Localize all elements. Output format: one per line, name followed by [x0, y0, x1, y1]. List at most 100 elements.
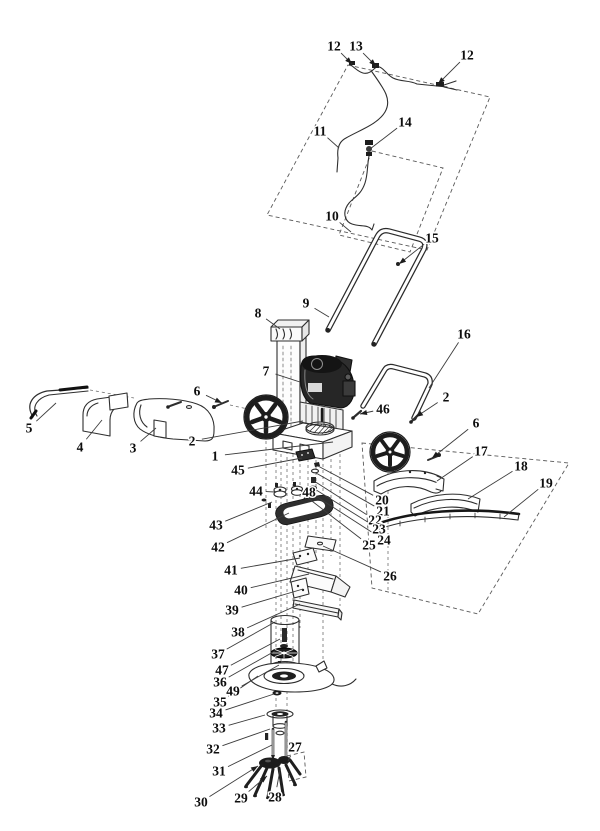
leader-line-7: [275, 373, 301, 383]
handle-bolt-icon: [396, 262, 400, 266]
part-number-39: 39: [225, 603, 239, 618]
leader-line-40: [250, 573, 310, 589]
cable-clip-icon: [436, 82, 444, 87]
leader-line-9: [314, 307, 330, 318]
assembly-boxes: [266, 64, 570, 782]
bottom-dashed-box: [286, 751, 307, 782]
part-number-34: 34: [209, 706, 223, 721]
right-wheel-illustration: [369, 431, 441, 473]
post-cap-illustration: [270, 319, 310, 342]
leader-line-8: [265, 318, 281, 330]
part-number-25: 25: [362, 538, 376, 553]
leader-line-2: [201, 420, 304, 440]
part-number-29: 29: [234, 791, 248, 806]
part-number-14: 14: [398, 115, 412, 130]
part-number-1: 1: [212, 449, 219, 464]
cable-10-illustration: [344, 155, 375, 231]
leader-line-43: [225, 501, 273, 522]
tine-spider-illustration: [244, 756, 302, 800]
lower-handle-illustration: [351, 363, 433, 424]
shaft-illustrations: [265, 720, 288, 762]
leader-line-37: [226, 621, 276, 650]
part-number-44: 44: [249, 484, 263, 499]
part-number-26: 26: [383, 569, 397, 584]
leader-arrowhead-icon: [432, 451, 440, 458]
side-cover-4-illustration: [82, 392, 129, 437]
blade-bar-38-illustration: [292, 599, 343, 621]
engine-illustration: [299, 355, 356, 431]
part-number-7: 7: [263, 364, 270, 379]
part-number-8: 8: [255, 306, 262, 321]
part-number-3: 3: [130, 441, 137, 456]
leader-line-28: [276, 769, 281, 788]
leader-line-20: [317, 465, 374, 496]
axle-bolt-icon: [212, 405, 216, 409]
side-cover-3-illustration: [133, 398, 229, 442]
leader-line-24: [310, 492, 376, 535]
leader-arrowhead-icon: [399, 257, 407, 264]
leader-line-1: [224, 441, 334, 456]
part-number-10: 10: [325, 209, 339, 224]
part-number-15: 15: [425, 231, 439, 246]
leader-line-41: [240, 557, 301, 569]
part-number-48: 48: [302, 485, 316, 500]
part-number-43: 43: [209, 518, 223, 533]
cable-clip-icon: [349, 61, 355, 65]
upper-handle-illustration: [325, 227, 428, 347]
part-number-6: 6: [473, 416, 480, 431]
part-number-36: 36: [213, 675, 227, 690]
part-number-9: 9: [303, 296, 310, 311]
side-rod-5-illustration: [29, 385, 89, 420]
housing-35-illustration: [248, 660, 357, 693]
leader-line-33: [228, 714, 266, 726]
part-number-38: 38: [231, 625, 245, 640]
part-number-20: 20: [375, 493, 389, 508]
leader-arrowhead-icon: [250, 766, 258, 772]
leader-line-36: [228, 650, 276, 678]
key-32-icon: [265, 733, 269, 740]
part-number-33: 33: [212, 721, 226, 736]
leader-lines: [36, 52, 539, 798]
leader-arrowhead-icon: [345, 57, 352, 64]
part-number-40: 40: [234, 583, 248, 598]
leader-line-6: [431, 428, 469, 459]
cable-11-illustration: [336, 71, 389, 173]
part-number-49: 49: [226, 684, 240, 699]
assembly-axis-lines: [89, 389, 389, 750]
leader-line-25: [307, 497, 362, 540]
part-number-2: 2: [443, 390, 450, 405]
part-number-46: 46: [376, 402, 390, 417]
part-number-37: 37: [211, 647, 225, 662]
leader-line-27: [287, 755, 291, 762]
lower-right-dashed-box: [361, 442, 570, 615]
handle-bolt-icon: [351, 416, 355, 420]
leader-line-34: [225, 693, 275, 711]
fuel-cap-icon: [344, 373, 352, 381]
leader-line-32: [222, 728, 271, 747]
part-number-13: 13: [349, 39, 363, 54]
belt-guard-plate-illustration: [304, 535, 337, 552]
cable-adjuster-14-illustration: [365, 140, 373, 156]
spindle-37-illustration: [270, 614, 300, 672]
handle-bolt-icon: [409, 420, 413, 424]
part-number-5: 5: [26, 421, 33, 436]
deflector-17-illustration: [373, 470, 445, 495]
shaft-key-icon: [282, 628, 287, 642]
leader-line-42: [226, 512, 290, 544]
bolt-icon: [166, 405, 170, 409]
leader-line-35: [227, 675, 259, 697]
leader-arrowhead-icon: [214, 397, 222, 403]
ring-34-illustration: [272, 690, 282, 696]
leader-line-19: [503, 488, 539, 518]
leader-arrowhead-icon: [369, 59, 376, 66]
part-number-41: 41: [224, 563, 238, 578]
blade-strip-19-illustration: [375, 509, 521, 530]
mount-bracket-40-39-illustration: [289, 565, 351, 599]
part-number-47: 47: [215, 663, 229, 678]
left-wheel-illustration: [243, 394, 289, 440]
leader-line-14: [369, 127, 398, 150]
mount-bracket-41-illustration: [292, 547, 318, 566]
leader-line-5: [36, 402, 57, 422]
part-number-21: 21: [376, 504, 390, 519]
